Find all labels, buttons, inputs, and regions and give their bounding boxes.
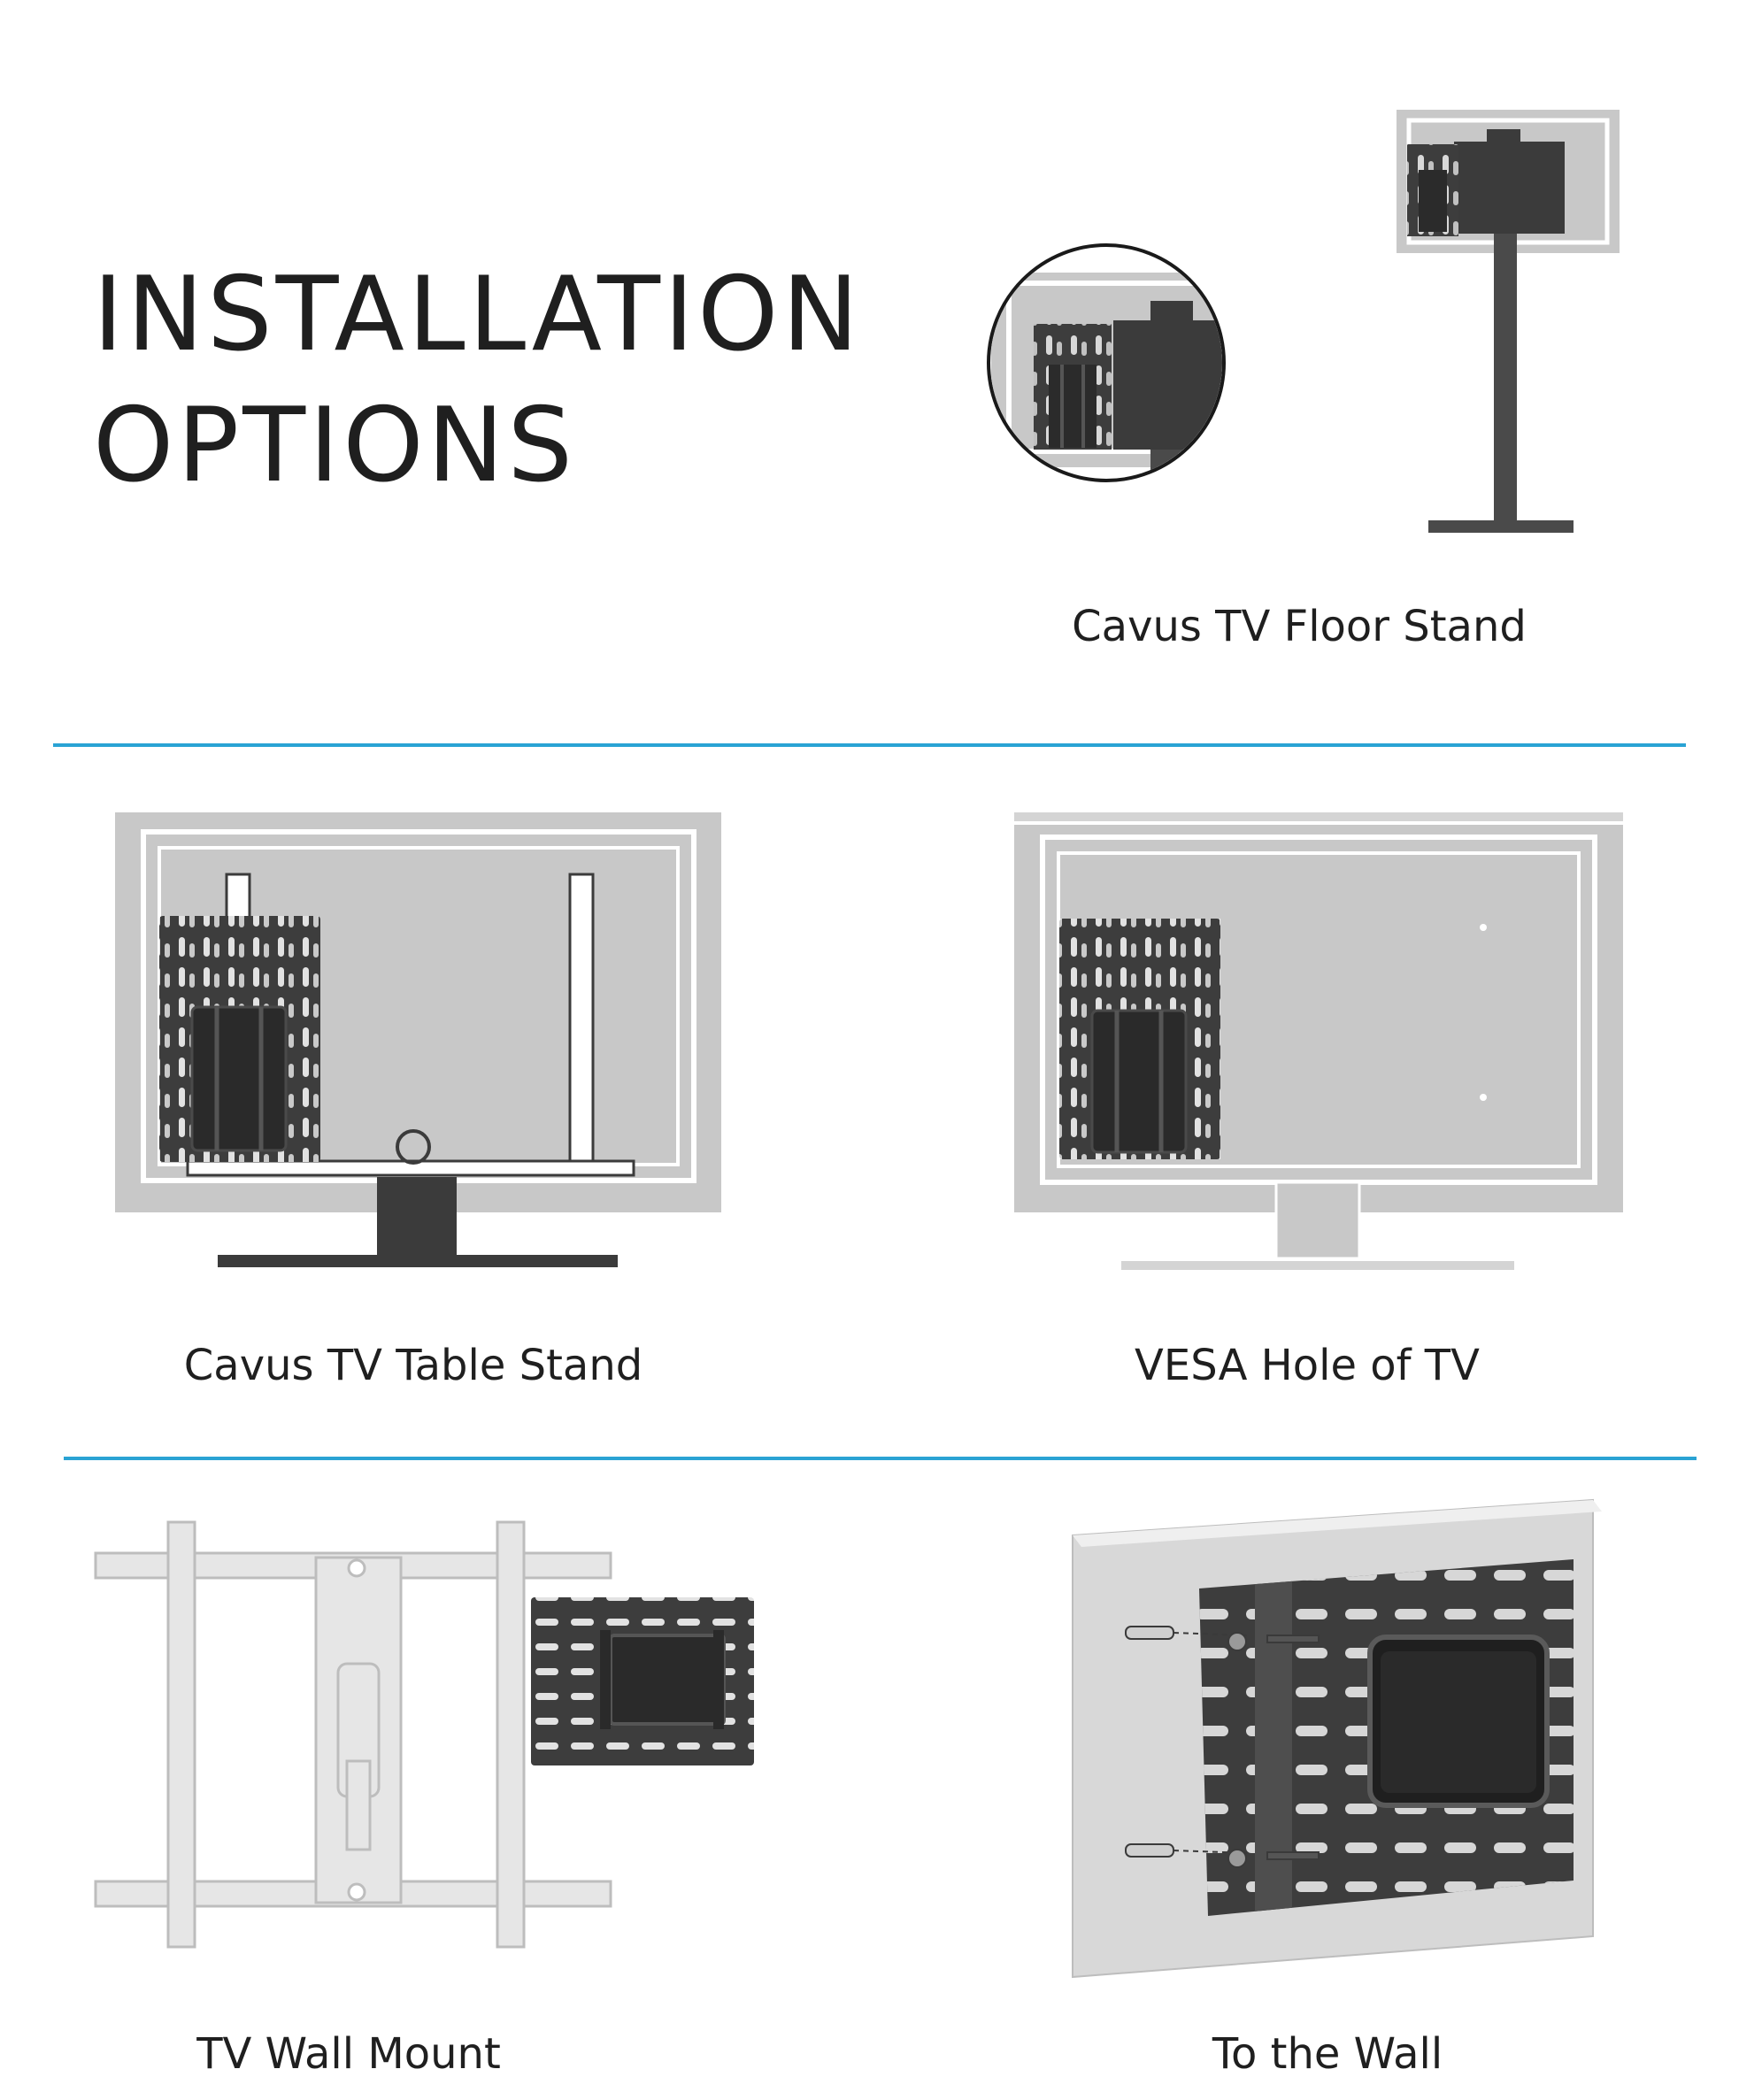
vesa-neck: [1274, 1181, 1361, 1260]
vesa-base: [1120, 1259, 1516, 1272]
wall-mount-device: [609, 1634, 726, 1726]
wall-mount-plate-group: [531, 1597, 754, 1765]
caption-wall: To the Wall: [1212, 2029, 1443, 2079]
section-divider-1: [53, 743, 1686, 747]
caption-vesa: VESA Hole of TV: [1135, 1341, 1480, 1390]
floor-stand-illustration: [987, 110, 1620, 533]
caption-table-stand: Cavus TV Table Stand: [183, 1341, 643, 1390]
wall-mount-right-upright: [496, 1520, 526, 1949]
floor-stand-pole: [1494, 234, 1517, 520]
table-stand-base: [218, 1255, 618, 1267]
title-line-2: OPTIONS: [93, 386, 577, 505]
section-divider-2: [64, 1457, 1697, 1460]
table-stand-neck: [377, 1177, 457, 1255]
wall-device: [1367, 1635, 1550, 1808]
wall-mount-illustration: [94, 1520, 612, 1949]
caption-wall-mount: TV Wall Mount: [196, 2029, 501, 2079]
page-title: INSTALLATION OPTIONS: [93, 250, 862, 512]
wall-illustration: [1072, 1498, 1602, 1979]
wall-mount-left-upright: [166, 1520, 196, 1949]
floor-stand-base: [1428, 520, 1574, 533]
table-stand-device: [190, 1005, 288, 1152]
title-line-1: INSTALLATION: [93, 255, 863, 374]
vesa-illustration: [1014, 812, 1623, 1272]
table-stand-pillar-right: [568, 873, 595, 1175]
wall-screws: [1125, 1626, 1320, 1868]
caption-floor-stand: Cavus TV Floor Stand: [1072, 602, 1527, 651]
vesa-device: [1090, 1009, 1188, 1154]
floor-stand-bracket: [1454, 142, 1565, 234]
table-stand-illustration: [115, 812, 721, 1267]
